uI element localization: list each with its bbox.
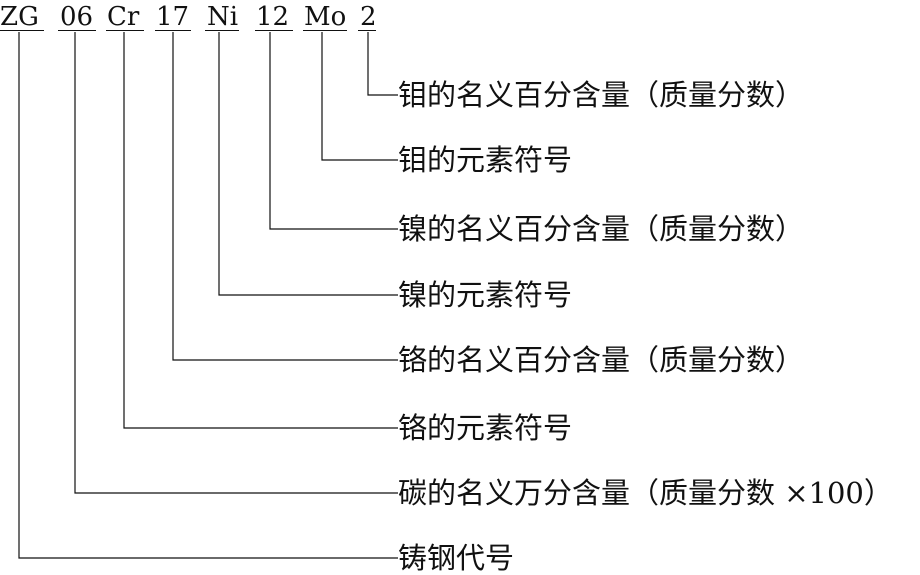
code-segment-mo: Mo xyxy=(304,2,347,32)
desc-ni-element-symbol: 镍的元素符号 xyxy=(398,278,573,312)
code-segment-12: 12 xyxy=(256,2,290,32)
underline-2 xyxy=(358,30,376,31)
code-segment-06: 06 xyxy=(60,2,94,32)
code-segment-ni: Ni xyxy=(207,2,239,32)
desc-cr-element-symbol: 铬的元素符号 xyxy=(398,411,573,445)
desc-mo-nominal-percent: 钼的名义百分含量（质量分数） xyxy=(398,78,805,112)
desc-cast-steel-code: 铸钢代号 xyxy=(398,541,515,575)
connector-ni-symbol xyxy=(218,32,398,296)
code-segment-17: 17 xyxy=(156,2,190,32)
underline-12 xyxy=(255,30,293,31)
underline-cr xyxy=(106,30,144,31)
connector-cr-percent xyxy=(172,32,398,361)
connector-cast-steel xyxy=(18,32,398,559)
connector-cr-symbol xyxy=(123,32,398,429)
connector-c-percent xyxy=(74,32,398,494)
desc-cr-nominal-percent: 铬的名义百分含量（质量分数） xyxy=(398,343,805,377)
connector-mo-percent xyxy=(367,32,398,96)
connector-ni-percent xyxy=(269,32,398,230)
desc-ni-nominal-percent: 镍的名义百分含量（质量分数） xyxy=(398,212,805,246)
code-segment-cr: Cr xyxy=(107,2,140,32)
underline-17 xyxy=(155,30,191,31)
code-segment-zg: ZG xyxy=(0,2,39,32)
desc-c-nominal-permyriad: 碳的名义万分含量（质量分数 ×100） xyxy=(398,476,893,510)
underline-06 xyxy=(58,30,96,31)
underline-mo xyxy=(303,30,347,31)
code-segment-2: 2 xyxy=(360,2,377,32)
underline-ni xyxy=(205,30,239,31)
underline-zg xyxy=(0,30,44,31)
desc-mo-element-symbol: 钼的元素符号 xyxy=(398,143,573,177)
connector-mo-symbol xyxy=(321,32,398,161)
